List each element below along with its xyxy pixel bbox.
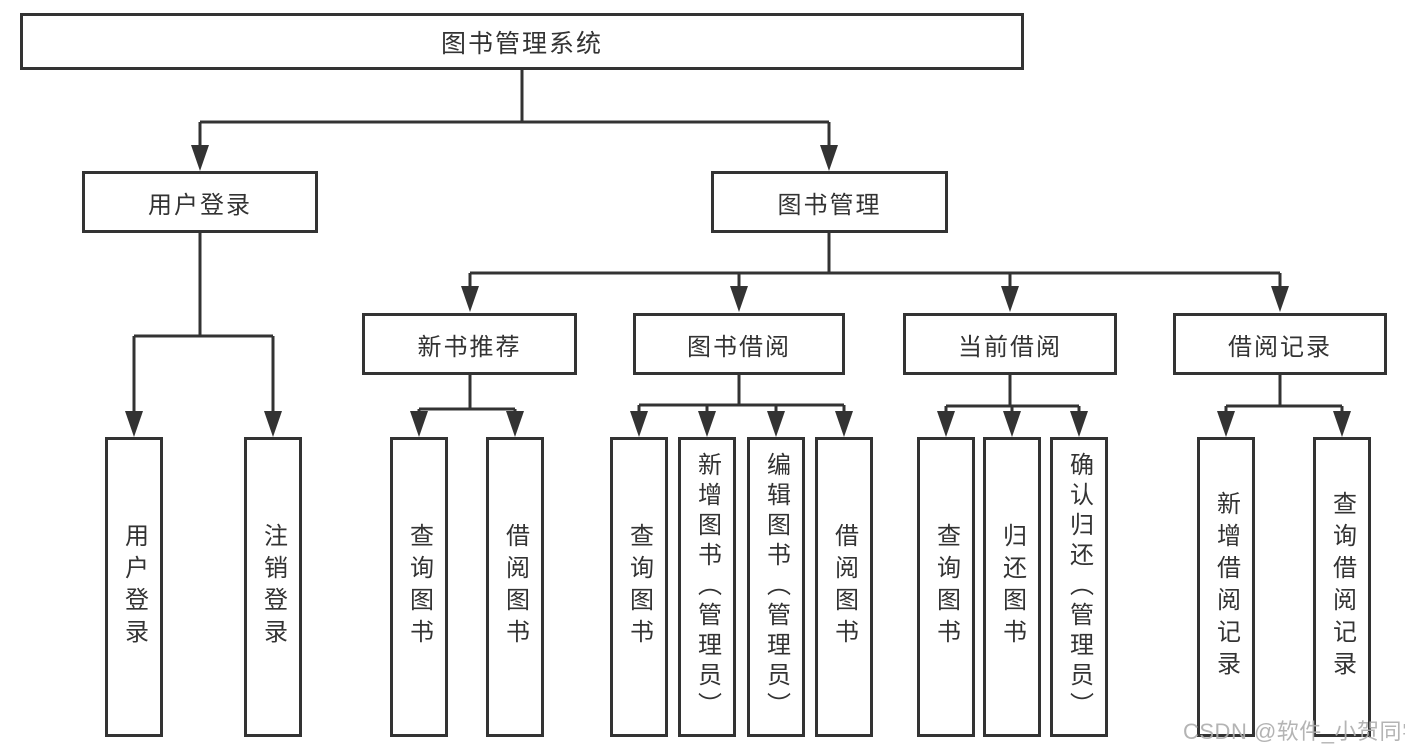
- arrow-down-icon: [630, 411, 648, 437]
- arrow-down-icons: [125, 145, 1351, 437]
- leaf-label: 查询图书: [405, 523, 433, 651]
- leaf-label: 确认归还（管理员）: [1065, 452, 1093, 722]
- node-library-management-system: 图书管理系统: [20, 13, 1024, 70]
- node-label: 图书管理系统: [440, 29, 603, 58]
- leaf-add-borrow-record: 新增借阅记录: [1197, 437, 1255, 737]
- arrow-down-icon: [1217, 411, 1235, 437]
- leaf-user-login: 用户登录: [105, 437, 163, 737]
- arrow-down-icon: [264, 411, 282, 437]
- leaf-label: 归还图书: [998, 523, 1026, 651]
- arrow-down-icon: [1003, 411, 1021, 437]
- node-user-login: 用户登录: [82, 171, 318, 233]
- tree-edges: [132, 70, 1344, 416]
- leaf-label: 用户登录: [120, 523, 148, 651]
- arrow-down-icon: [835, 411, 853, 437]
- arrow-down-icon: [191, 145, 209, 171]
- arrow-down-icon: [1001, 286, 1019, 312]
- arrow-down-icon: [937, 411, 955, 437]
- leaf-borrow-books-2: 借阅图书: [815, 437, 873, 737]
- leaf-label: 新增图书（管理员）: [693, 452, 721, 722]
- leaf-label: 编辑图书（管理员）: [762, 452, 790, 722]
- node-book-management: 图书管理: [711, 171, 948, 233]
- node-label: 用户登录: [148, 191, 252, 219]
- leaf-label: 查询图书: [932, 523, 960, 651]
- leaf-label: 借阅图书: [830, 523, 858, 651]
- leaf-label: 注销登录: [259, 523, 287, 651]
- arrow-down-icon: [1070, 411, 1088, 437]
- leaf-label: 新增借阅记录: [1212, 491, 1240, 683]
- leaf-query-books-2: 查询图书: [610, 437, 668, 737]
- leaf-logout: 注销登录: [244, 437, 302, 737]
- arrow-down-icon: [506, 411, 524, 437]
- leaf-query-books-3: 查询图书: [917, 437, 975, 737]
- arrow-down-icon: [820, 145, 838, 171]
- arrow-down-icon: [410, 411, 428, 437]
- arrow-down-icon: [1271, 286, 1289, 312]
- node-label: 借阅记录: [1228, 333, 1332, 361]
- arrow-down-icon: [125, 411, 143, 437]
- arrow-down-icon: [767, 411, 785, 437]
- arrow-down-icon: [698, 411, 716, 437]
- csdn-watermark: CSDN @软件_小贺同学: [1183, 719, 1405, 744]
- node-label: 图书管理: [777, 191, 882, 219]
- leaf-label: 查询借阅记录: [1328, 491, 1356, 683]
- leaf-label: 借阅图书: [501, 523, 529, 651]
- leaf-label: 查询图书: [625, 523, 653, 651]
- node-label: 图书借阅: [687, 333, 791, 361]
- node-label: 当前借阅: [958, 333, 1062, 361]
- leaf-query-books-1: 查询图书: [390, 437, 448, 737]
- arrow-down-icon: [730, 286, 748, 312]
- leaf-return-book: 归还图书: [983, 437, 1041, 737]
- node-book-borrowing: 图书借阅: [633, 313, 845, 375]
- leaf-query-borrow-record: 查询借阅记录: [1313, 437, 1371, 737]
- node-current-borrowing: 当前借阅: [903, 313, 1117, 375]
- arrow-down-icon: [1333, 411, 1351, 437]
- arrow-down-icon: [461, 286, 479, 312]
- node-new-book-recommend: 新书推荐: [362, 313, 577, 375]
- node-label: 新书推荐: [417, 333, 522, 361]
- leaf-confirm-return-admin: 确认归还（管理员）: [1050, 437, 1108, 737]
- leaf-edit-book-admin: 编辑图书（管理员）: [747, 437, 805, 737]
- leaf-borrow-books-1: 借阅图书: [486, 437, 544, 737]
- node-borrow-records: 借阅记录: [1173, 313, 1387, 375]
- leaf-add-book-admin: 新增图书（管理员）: [678, 437, 736, 737]
